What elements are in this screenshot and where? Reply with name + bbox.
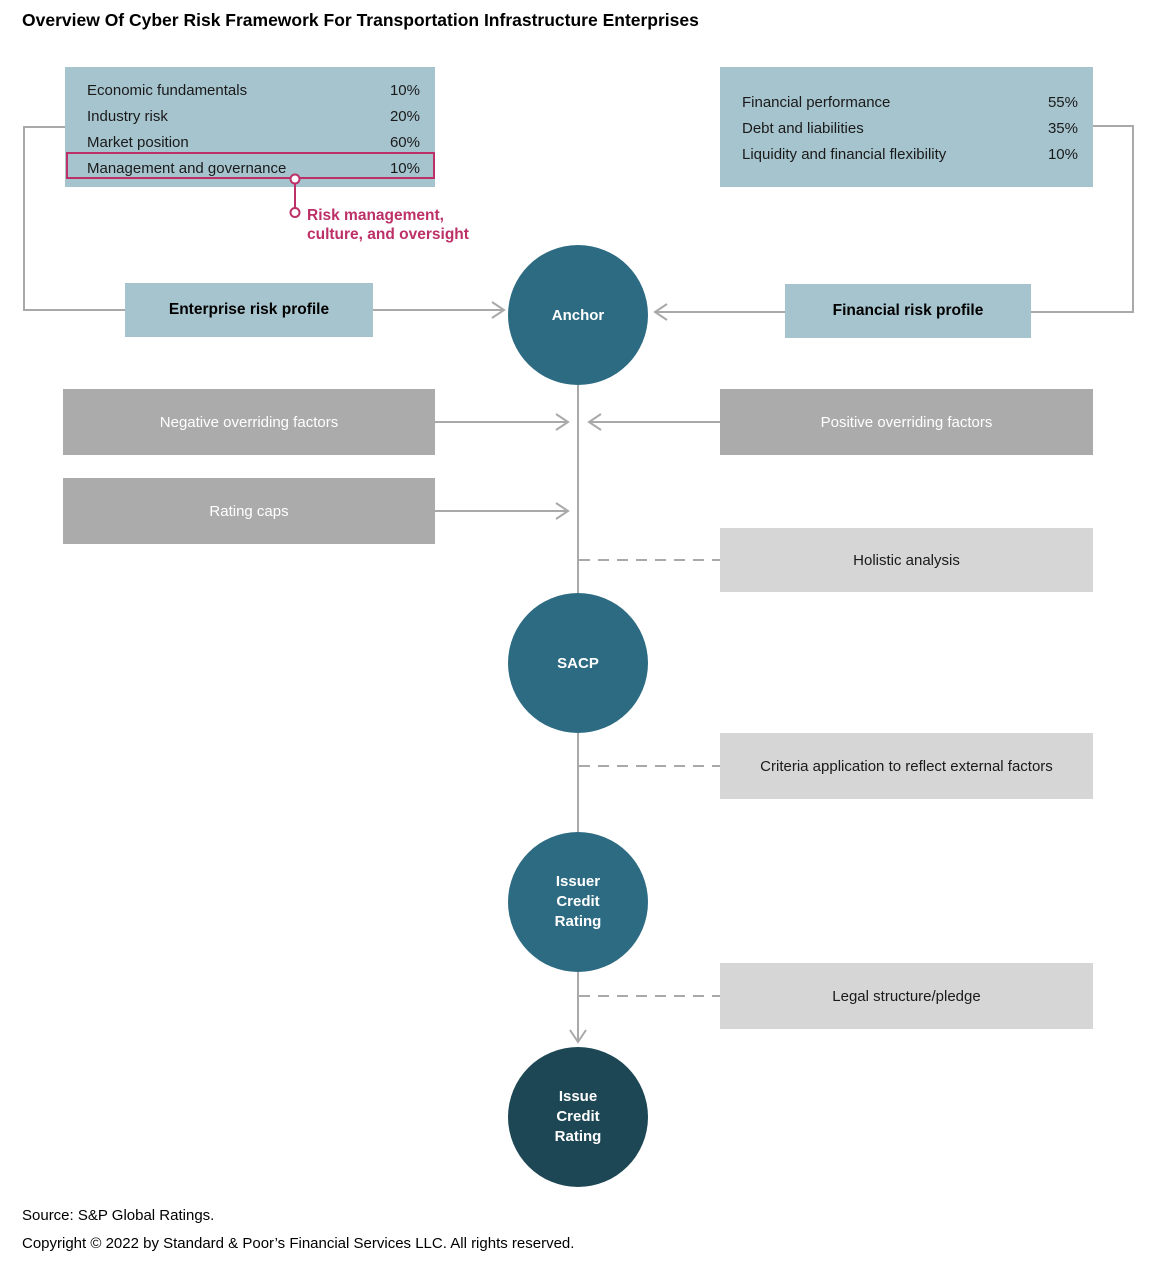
management-governance-highlight xyxy=(66,152,435,179)
callout-line1: Risk management, xyxy=(307,207,444,224)
issuer-credit-rating-node: Issuer Credit Rating xyxy=(508,832,648,972)
rating-caps-box: Rating caps xyxy=(63,478,435,544)
factor-weight: 35% xyxy=(1047,120,1078,137)
factor-label: Financial performance xyxy=(742,94,891,111)
criteria-application-box: Criteria application to reflect external… xyxy=(720,733,1093,799)
factor-label: Management and governance xyxy=(87,160,287,177)
arrowhead-right-icon xyxy=(555,502,570,520)
arrowhead-left-icon xyxy=(587,413,602,431)
factor-row: Financial performance 55% xyxy=(720,90,1093,116)
factor-row: Debt and liabilities 35% xyxy=(720,116,1093,142)
factor-label: Liquidity and financial flexibility xyxy=(742,146,947,163)
factor-row: Industry risk 20% xyxy=(65,104,435,130)
factor-weight: 10% xyxy=(389,82,420,99)
factor-row: Management and governance 10% xyxy=(65,156,435,182)
factor-weight: 55% xyxy=(1047,94,1078,111)
factor-weight: 60% xyxy=(389,134,420,151)
factor-label: Economic fundamentals xyxy=(87,82,248,99)
callout-text: Risk management, culture, and oversight xyxy=(307,206,469,244)
factor-row: Liquidity and financial flexibility 10% xyxy=(720,142,1093,168)
issue-credit-rating-node: Issue Credit Rating xyxy=(508,1047,648,1187)
factor-label: Industry risk xyxy=(87,108,168,125)
factor-label: Debt and liabilities xyxy=(742,120,864,137)
factor-weight: 10% xyxy=(389,160,420,177)
holistic-analysis-box: Holistic analysis xyxy=(720,528,1093,592)
figure-title: Overview Of Cyber Risk Framework For Tra… xyxy=(22,10,699,30)
legal-structure-box: Legal structure/pledge xyxy=(720,963,1093,1029)
positive-overriding-factors-box: Positive overriding factors xyxy=(720,389,1093,455)
arrowhead-right-icon xyxy=(555,413,570,431)
callout-line2: culture, and oversight xyxy=(307,226,469,243)
arrowhead-left-icon xyxy=(653,303,668,321)
financial-factors-box: Financial performance 55% Debt and liabi… xyxy=(720,67,1093,187)
arrowhead-right-icon xyxy=(491,301,506,319)
financial-risk-profile-box: Financial risk profile xyxy=(785,284,1031,338)
callout-end-dot-icon xyxy=(289,207,301,218)
factor-weight: 20% xyxy=(389,108,420,125)
negative-overriding-factors-box: Negative overriding factors xyxy=(63,389,435,455)
arrowhead-down-icon xyxy=(569,1029,587,1044)
factor-row: Economic fundamentals 10% xyxy=(65,78,435,104)
sacp-node: SACP xyxy=(508,593,648,733)
enterprise-risk-profile-box: Enterprise risk profile xyxy=(125,283,373,337)
copyright-note: Copyright © 2022 by Standard & Poor’s Fi… xyxy=(22,1235,575,1252)
source-note: Source: S&P Global Ratings. xyxy=(22,1207,215,1224)
factor-weight: 10% xyxy=(1047,146,1078,163)
anchor-node: Anchor xyxy=(508,245,648,385)
